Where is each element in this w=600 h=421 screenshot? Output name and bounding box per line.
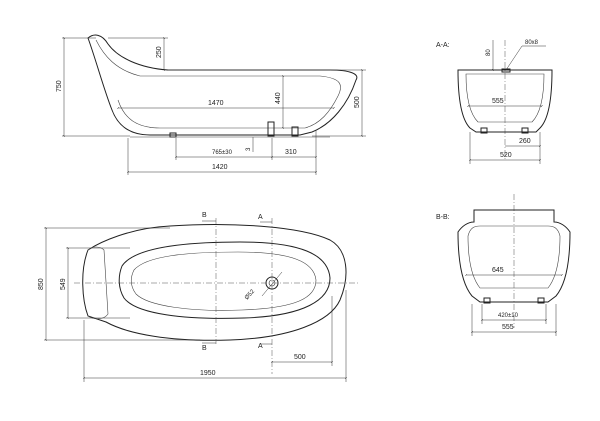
side-view: 750 250 1470 440 500 765±30 310 3 1420 [56,34,366,175]
dim-1470: 1470 [208,100,224,107]
plan-view: B A B A 850 549 Ø52 500 1950 [38,212,358,382]
dim-1950: 1950 [200,370,216,377]
dim-bb-555: 555 [502,324,514,331]
dim-850: 850 [38,278,45,290]
dim-750: 750 [56,80,63,92]
section-aa: A-A: 80 80x8 555 260 520 [436,40,553,164]
dim-500: 500 [354,96,361,108]
dim-aa-80: 80 [486,49,492,56]
marker-a-bottom: A [258,343,263,350]
dim-aa-80x8: 80x8 [525,40,539,46]
dim-bb-420: 420±10 [498,313,519,319]
marker-b-bottom: B [202,345,207,352]
dim-diam-52: Ø52 [244,288,256,301]
dim-549: 549 [60,278,67,290]
dim-250: 250 [156,46,163,58]
dim-aa-520: 520 [500,152,512,159]
dim-1420: 1420 [212,164,228,171]
dim-bb-645: 645 [492,267,504,274]
marker-b-top: B [202,212,207,219]
dim-aa-260: 260 [519,138,531,145]
dim-765: 765±30 [212,150,233,156]
dim-440: 440 [275,92,282,104]
dim-3: 3 [246,147,252,151]
section-bb-title: B-B: [436,214,450,221]
dim-310: 310 [285,149,297,156]
marker-a-top: A [258,214,263,221]
dim-aa-555: 555 [492,98,504,105]
section-bb: B-B: 645 420±10 555 [436,194,571,336]
section-aa-title: A-A: [436,42,450,49]
dim-plan-500: 500 [294,354,306,361]
